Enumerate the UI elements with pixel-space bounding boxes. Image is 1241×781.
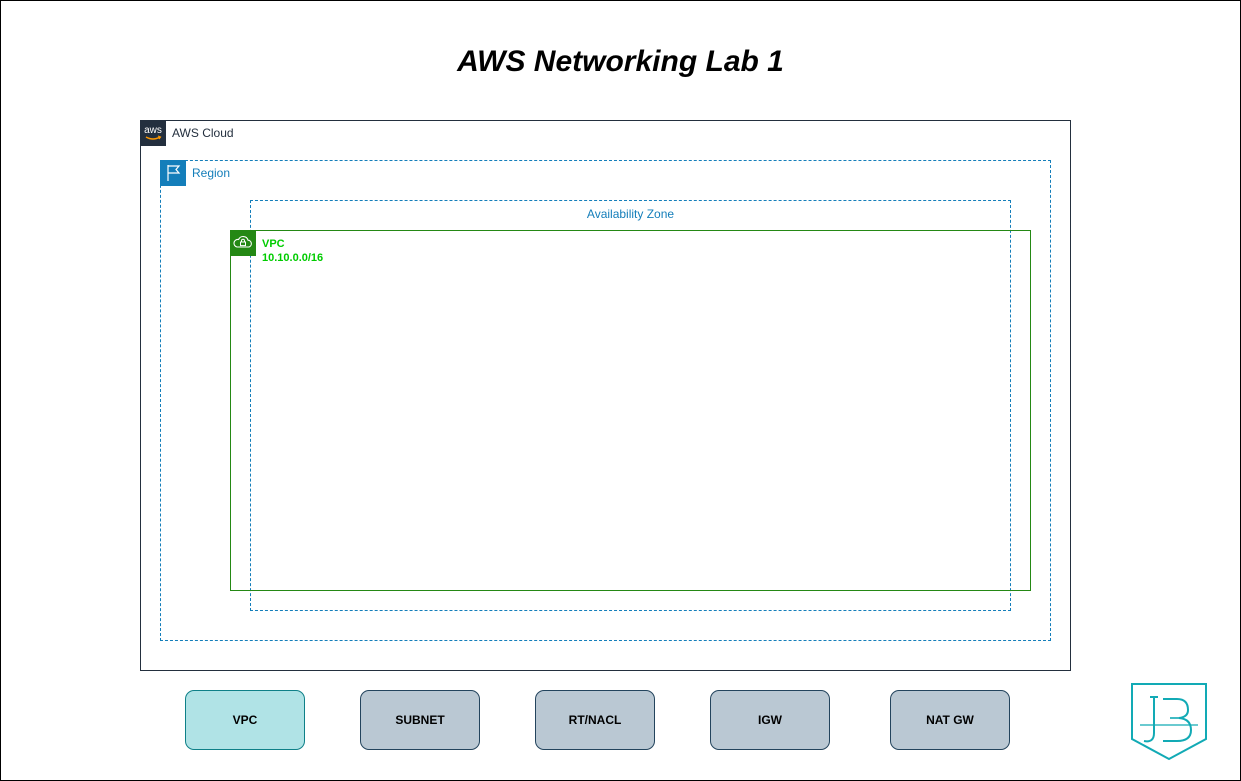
vpc-name: VPC: [262, 238, 285, 250]
igw-button[interactable]: IGW: [710, 690, 830, 750]
subnet-button[interactable]: SUBNET: [360, 690, 480, 750]
aws-logo-icon: aws: [140, 120, 166, 146]
rt-nacl-button[interactable]: RT/NACL: [535, 690, 655, 750]
availability-zone-group: [250, 200, 1011, 611]
vpc-cidr: 10.10.0.0/16: [262, 252, 324, 264]
nat-gw-button[interactable]: NAT GW: [890, 690, 1010, 750]
jb-monogram-logo: [1130, 681, 1208, 761]
cloud-lock-icon: [230, 230, 256, 256]
region-label: Region: [192, 166, 231, 180]
aws-cloud-group: [140, 120, 1071, 671]
vpc-button[interactable]: VPC: [185, 690, 305, 750]
aws-logo-text: aws: [144, 125, 162, 136]
availability-zone-label: Availability Zone: [586, 207, 675, 221]
aws-cloud-label: AWS Cloud: [172, 126, 234, 140]
region-group: [160, 160, 1051, 641]
diagram-title: AWS Networking Lab 1: [457, 45, 784, 78]
flag-icon: [160, 160, 186, 186]
vpc-group: [230, 230, 1031, 591]
vpc-label: VPC 10.10.0.0/16: [262, 237, 323, 265]
